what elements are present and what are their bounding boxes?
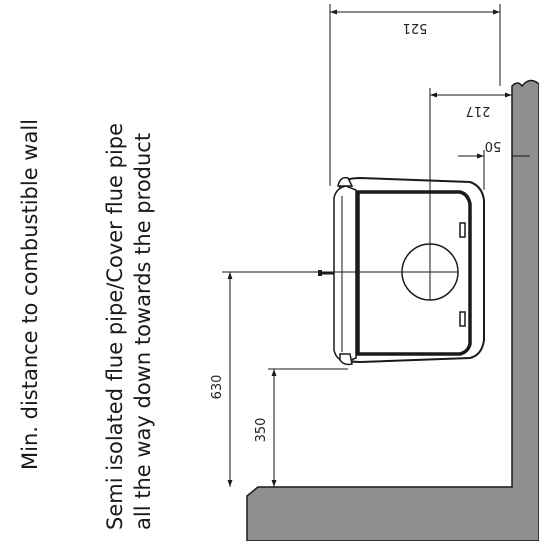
dim-flue-height: 630 <box>210 375 225 400</box>
wall-and-floor <box>246 79 539 541</box>
dim-wall-gap: 50 <box>485 138 502 153</box>
vent-slot-top <box>459 222 466 238</box>
dim-air-inlet-height: 350 <box>254 418 269 443</box>
dim-flue-center: 217 <box>466 103 491 118</box>
dim-width-total: 521 <box>403 20 428 35</box>
vent-slot-bottom <box>459 311 466 327</box>
stove <box>318 176 485 366</box>
